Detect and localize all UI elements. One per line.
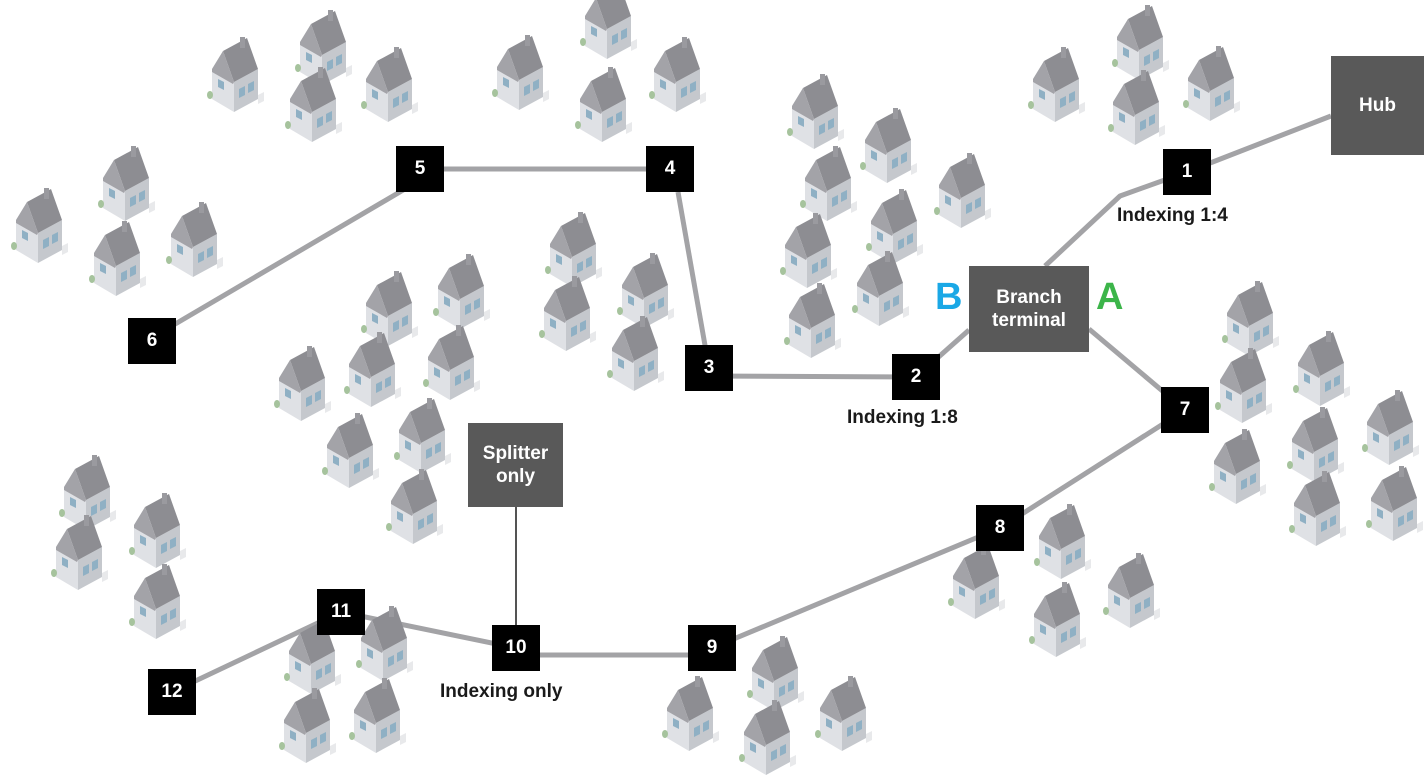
splitter-box: Splitter only [468,423,563,507]
house-icon [98,146,155,221]
house-icon [1112,5,1169,80]
house-icon [948,544,1005,619]
annotation-node-2: Indexing 1:8 [847,407,958,428]
house-icon [1215,348,1272,423]
house-icon [1028,47,1085,122]
house-icon [423,325,480,400]
node-7: 7 [1161,387,1209,433]
house-icon [51,515,108,590]
hub-label: Hub [1359,94,1396,116]
house-icon [1029,582,1086,657]
node-6: 6 [128,318,176,364]
house-icon [934,153,991,228]
annotation-node-1: Indexing 1:4 [1117,205,1228,226]
house-icon [1103,553,1160,628]
node-4: 4 [646,146,694,192]
cable-node-7-to-node-8 [998,407,1187,531]
house-icon [580,0,637,59]
house-icon [349,678,406,753]
node-8: 8 [976,505,1024,551]
cable-node-5-to-node-6 [163,183,412,333]
cable-hub-to-branch [1043,113,1332,268]
house-icon [279,688,336,763]
side-b-label: B [935,276,963,318]
house-icon [815,676,872,751]
house-icon [545,212,602,287]
house-icon [1362,390,1419,465]
house-icon [492,35,549,110]
node-5: 5 [396,146,444,192]
node-11: 11 [317,589,365,635]
house-icon [394,398,451,473]
house-icon [89,221,146,296]
fiber-cables [163,113,1332,695]
house-icon [784,283,841,358]
house-icon [1108,70,1165,145]
side-a-label: A [1096,276,1124,318]
node-2: 2 [892,354,940,400]
house-icon [866,189,923,264]
branch-terminal-label-line2: terminal [992,310,1066,331]
house-icon [575,67,632,142]
cable-node-11-to-node-12 [170,609,343,695]
hub-box: Hub [1331,56,1424,155]
cable-node-10-to-node-11 [340,609,517,651]
node-10: 10 [492,625,540,671]
house-icon [739,700,796,775]
house-icon [361,47,418,122]
cable-node-3-to-node-4 [675,191,712,369]
house-icon [1289,471,1346,546]
house-icon [274,346,331,421]
house-icon [607,316,664,391]
branch-terminal-box: Branch terminal [969,266,1089,352]
house-icon [1287,407,1344,482]
house-icon [1034,504,1091,579]
cable-node-8-to-node-9 [711,525,1001,651]
house-icon [780,213,837,288]
house-icon [1293,331,1350,406]
house-icon [617,253,674,328]
house-icon [129,493,186,568]
house-icon [1222,281,1279,356]
house-icon [800,146,857,221]
house-icon [1183,46,1240,121]
house-icon [787,74,844,149]
house-icon [662,676,719,751]
node-3: 3 [685,345,733,391]
house-icon [1366,466,1423,541]
splitter-label-line1: Splitter [482,442,549,464]
splitter-label-line2: only [495,466,536,487]
node-9: 9 [688,625,736,671]
cable-node-2-to-node-3 [708,373,917,380]
house-icon [129,564,186,639]
house-icon [860,108,917,183]
house-icon [1209,429,1266,504]
house-icon [539,276,596,351]
house-icon [386,469,443,544]
house-icon [433,254,490,329]
house-icon [207,37,264,112]
house-icon [322,413,379,488]
node-12: 12 [148,669,196,715]
house-icon [649,37,706,112]
annotation-node-10: Indexing only [440,681,563,702]
branch-terminal-label-line1: Branch [996,286,1062,308]
node-1: 1 [1163,149,1211,195]
house-icon [11,188,68,263]
house-icon [361,271,418,346]
house-icon [747,636,804,711]
house-icon [852,251,909,326]
house-icon [166,202,223,277]
